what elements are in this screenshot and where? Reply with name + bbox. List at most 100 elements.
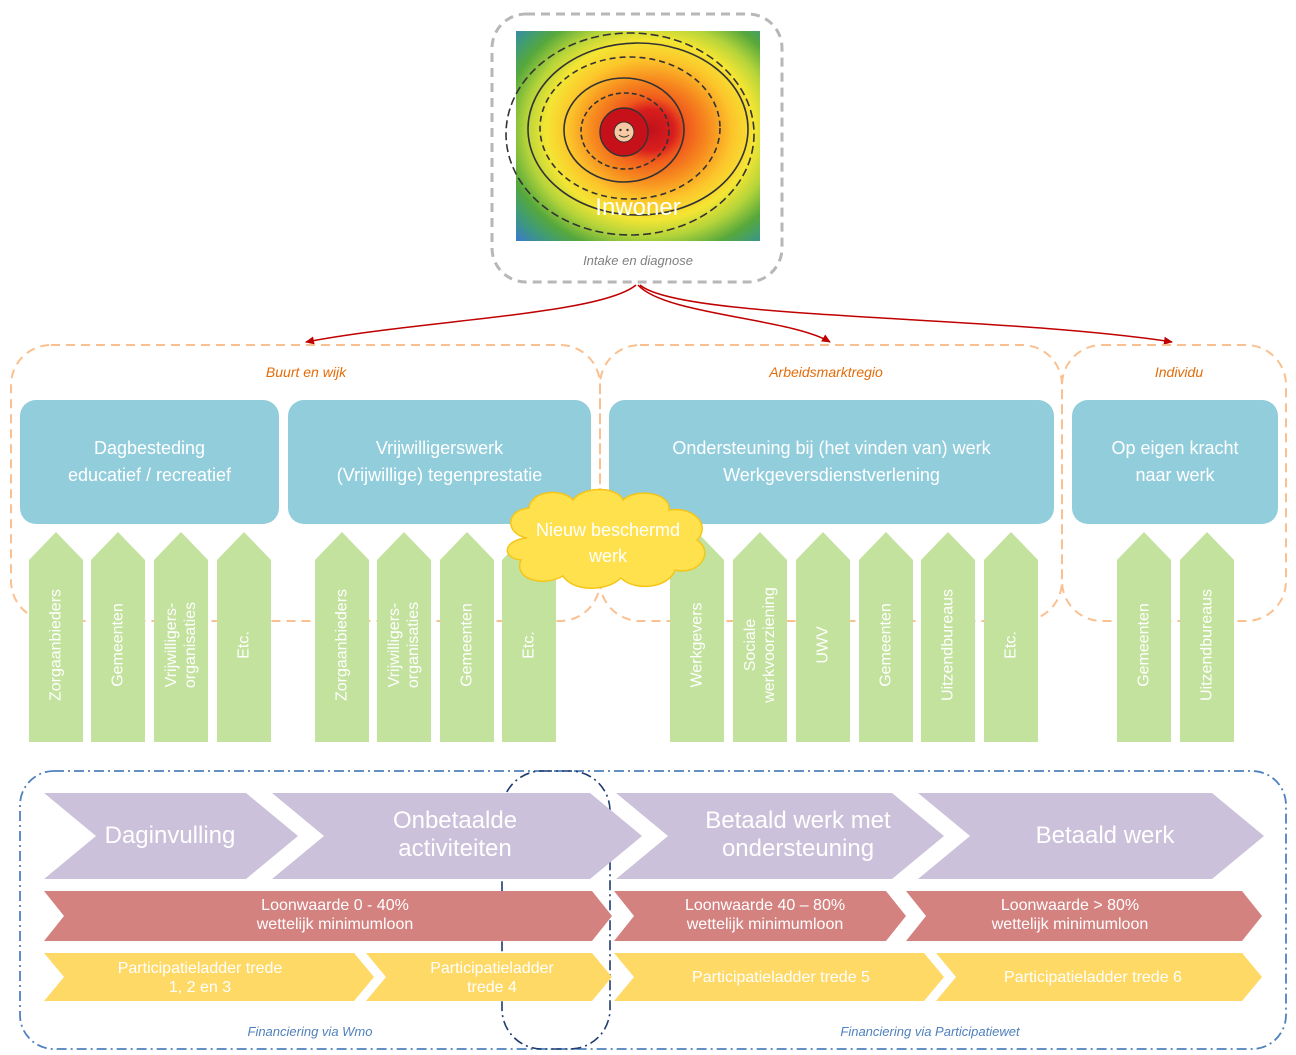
pillar-arrow-shape bbox=[315, 532, 369, 742]
pillar-group3-3: Gemeenten bbox=[859, 532, 913, 742]
ladder-row bbox=[44, 953, 1262, 1001]
pillar-label: Etc. bbox=[520, 632, 539, 660]
cloud-line2: werk bbox=[588, 546, 627, 566]
ladder-band-5 bbox=[614, 953, 944, 1001]
pillar-arrow-shape bbox=[1117, 532, 1171, 742]
arrow-to-arbeidsmarkt bbox=[637, 284, 831, 343]
loonwaarde-line1: Loonwaarde > 80% bbox=[1000, 897, 1140, 914]
pillar-group3-5: Etc. bbox=[984, 532, 1038, 742]
ladder-label-4: Participatieladder trede 4 bbox=[392, 959, 592, 997]
loonwaarde-line2: wettelijk minimumloon bbox=[686, 916, 844, 933]
service-box-eigen-kracht: Op eigen kracht naar werk bbox=[1072, 400, 1278, 524]
pillar-label-line1: Zorgaanbieders bbox=[333, 589, 351, 702]
pillar-group3-4: Uitzendbureaus bbox=[921, 532, 975, 742]
smiley-icon bbox=[613, 121, 635, 143]
financing-label-participatiewet: Financiering via Participatiewet bbox=[840, 1024, 1020, 1039]
pillar-arrow-shape bbox=[440, 532, 494, 742]
ladder-label-6: Participatieladder trede 6 bbox=[958, 968, 1228, 987]
cloud-line1: Nieuw beschermd bbox=[535, 520, 681, 540]
pillar-label: UWV bbox=[814, 627, 833, 664]
ladder-line1: Participatieladder bbox=[430, 960, 554, 977]
service-line1: Op eigen kracht bbox=[1111, 438, 1239, 458]
pillar-group3-2: UWV bbox=[796, 532, 850, 742]
pillar-label-line1: Werkgevers bbox=[688, 602, 706, 688]
service-line2: naar werk bbox=[1135, 465, 1215, 485]
region-frame-buurt bbox=[10, 344, 601, 622]
pillar-arrow-shape bbox=[921, 532, 975, 742]
pillar-arrow-shape bbox=[217, 532, 271, 742]
stage-label-betaald-werk: Betaald werk bbox=[980, 822, 1230, 850]
pillar-label: Vrijwilligers-organisaties bbox=[162, 602, 200, 688]
pillar-label-line1: Gemeenten bbox=[109, 603, 127, 688]
cloud-shape bbox=[506, 488, 706, 589]
financing-label-wmo: Financiering via Wmo bbox=[247, 1024, 373, 1039]
pillar-label-line1: Gemeenten bbox=[458, 603, 476, 688]
pillar-group1-3: Etc. bbox=[217, 532, 271, 742]
pillar-arrow-shape bbox=[670, 532, 724, 742]
pillar-group4-1: Uitzendbureaus bbox=[1180, 532, 1234, 742]
loonwaarde-band-40-80 bbox=[614, 891, 906, 941]
loonwaarde-label-80-plus: Loonwaarde > 80% wettelijk minimumloon bbox=[935, 896, 1205, 934]
loonwaarde-label-40-80: Loonwaarde 40 – 80% wettelijk minimumloo… bbox=[635, 896, 895, 934]
pillar-label-line2: werkvoorziening bbox=[761, 587, 778, 704]
pillar-label: Zorgaanbieders bbox=[333, 589, 352, 701]
pillar-label: Etc. bbox=[1002, 632, 1021, 660]
pillar-group2-2: Gemeenten bbox=[440, 532, 494, 742]
pillar-group2-1: Vrijwilligers-organisaties bbox=[377, 532, 431, 742]
arrow-to-individu bbox=[639, 284, 1173, 345]
service-box-ondersteuning: Ondersteuning bij (het vinden van) werk … bbox=[609, 400, 1054, 524]
pillar-arrow-shape bbox=[1180, 532, 1234, 742]
ladder-line1: Participatieladder trede 5 bbox=[692, 969, 870, 986]
pillar-label-line2: organisaties bbox=[405, 602, 422, 689]
ladder-label-1-2-3: Participatieladder trede 1, 2 en 3 bbox=[70, 959, 330, 997]
stage-chevron-betaald-ondersteuning bbox=[616, 793, 944, 879]
loonwaarde-band-0-40 bbox=[44, 891, 612, 941]
pillar-group3-0: Werkgevers bbox=[670, 532, 724, 742]
stage-line2: ondersteuning bbox=[721, 835, 875, 862]
pillar-label-line2: organisaties bbox=[182, 602, 199, 689]
ladder-band-1-2-3 bbox=[44, 953, 374, 1001]
loonwaarde-label-0-40: Loonwaarde 0 - 40% wettelijk minimumloon bbox=[150, 896, 520, 934]
pillar-group1-1: Gemeenten bbox=[91, 532, 145, 742]
service-line1: Ondersteuning bij (het vinden van) werk bbox=[672, 438, 991, 458]
stage-line1: Betaald werk bbox=[1035, 822, 1175, 849]
loonwaarde-line1: Loonwaarde 40 – 80% bbox=[684, 897, 846, 914]
service-box-dagbesteding: Dagbesteding educatief / recreatief bbox=[20, 400, 279, 524]
pillar-label: Werkgevers bbox=[688, 603, 707, 688]
stage-label-onbetaalde: Onbetaalde activiteiten bbox=[330, 807, 580, 863]
pillar-label: Vrijwilligers-organisaties bbox=[385, 602, 423, 688]
pillar-label: Uitzendbureaus bbox=[1198, 589, 1217, 701]
pillar-label: Zorgaanbieders bbox=[47, 589, 66, 701]
stage-line1: Onbetaalde bbox=[392, 807, 518, 834]
pillar-group2-3: Etc. bbox=[502, 532, 556, 742]
stage-label-betaald-ondersteuning: Betaald werk met ondersteuning bbox=[668, 807, 928, 863]
pillar-label-line1: Uitzendbureaus bbox=[1198, 589, 1216, 702]
pillar-label-line1: Zorgaanbieders bbox=[47, 589, 65, 702]
loonwaarde-line2: wettelijk minimumloon bbox=[256, 916, 414, 933]
pillar-label: Gemeenten bbox=[458, 604, 477, 688]
pillar-label: Gemeenten bbox=[109, 604, 128, 688]
pillar-group1-2: Vrijwilligers-organisaties bbox=[154, 532, 208, 742]
service-line2: Werkgeversdienstverlening bbox=[723, 465, 940, 485]
pillar-arrow-shape bbox=[984, 532, 1038, 742]
pillar-label: Uitzendbureaus bbox=[939, 589, 958, 701]
pillar-label-line1: Etc. bbox=[235, 631, 253, 660]
pillar-group2-0: Zorgaanbieders bbox=[315, 532, 369, 742]
pillar-arrow-shape bbox=[377, 532, 431, 742]
region-title-individu: Individu bbox=[1154, 364, 1204, 380]
loonwaarde-band-80-plus bbox=[906, 891, 1262, 941]
pillar-label: Gemeenten bbox=[1135, 604, 1154, 688]
region-title-buurt: Buurt en wijk bbox=[265, 364, 347, 380]
pillar-label-line1: Vrijwilligers- bbox=[386, 603, 403, 688]
pillar-arrow-shape bbox=[29, 532, 83, 742]
ladder-label-5: Participatieladder trede 5 bbox=[636, 968, 926, 987]
inwoner-illustration bbox=[505, 31, 760, 241]
pillar-label-line1: Uitzendbureaus bbox=[939, 589, 957, 702]
loonwaarde-line1: Loonwaarde 0 - 40% bbox=[261, 897, 409, 914]
service-line1: Vrijwilligerswerk bbox=[375, 438, 504, 458]
ladder-line1: Participatieladder trede bbox=[117, 960, 283, 977]
pillar-label-line1: Gemeenten bbox=[1135, 603, 1153, 688]
stage-chevron-betaald-werk bbox=[918, 793, 1264, 879]
